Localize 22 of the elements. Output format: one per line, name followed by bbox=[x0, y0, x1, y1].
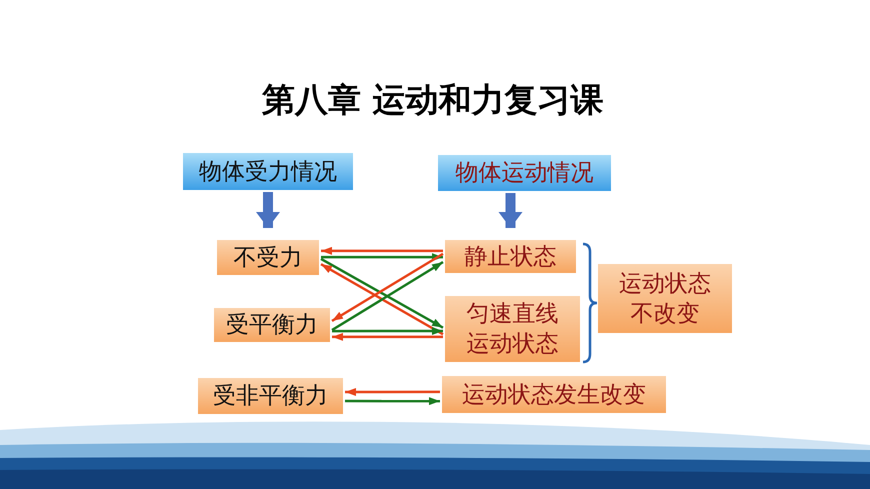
arrow bbox=[320, 258, 444, 329]
process-box: 匀速直线运动状态 bbox=[445, 296, 580, 362]
arrow bbox=[332, 327, 443, 335]
process-box: 不受力 bbox=[217, 240, 319, 275]
process-box: 静止状态 bbox=[445, 240, 576, 273]
process-box: 运动状态发生改变 bbox=[442, 376, 666, 413]
arrow bbox=[345, 388, 440, 396]
block-arrow bbox=[256, 192, 280, 228]
process-box: 受非平衡力 bbox=[198, 378, 343, 414]
arrow bbox=[320, 263, 444, 336]
arrow bbox=[331, 252, 444, 322]
arrow bbox=[321, 246, 443, 255]
heading-box: 物体受力情况 bbox=[183, 153, 353, 190]
process-box: 运动状态不改变 bbox=[598, 264, 732, 333]
heading-box: 物体运动情况 bbox=[438, 155, 611, 191]
arrow bbox=[332, 332, 443, 341]
title: 第八章 运动和力复习课 bbox=[262, 79, 604, 121]
block-arrow bbox=[498, 193, 522, 228]
arrow bbox=[345, 397, 440, 406]
arrow bbox=[331, 261, 444, 332]
process-box: 受平衡力 bbox=[214, 308, 330, 342]
arrow bbox=[321, 253, 443, 262]
